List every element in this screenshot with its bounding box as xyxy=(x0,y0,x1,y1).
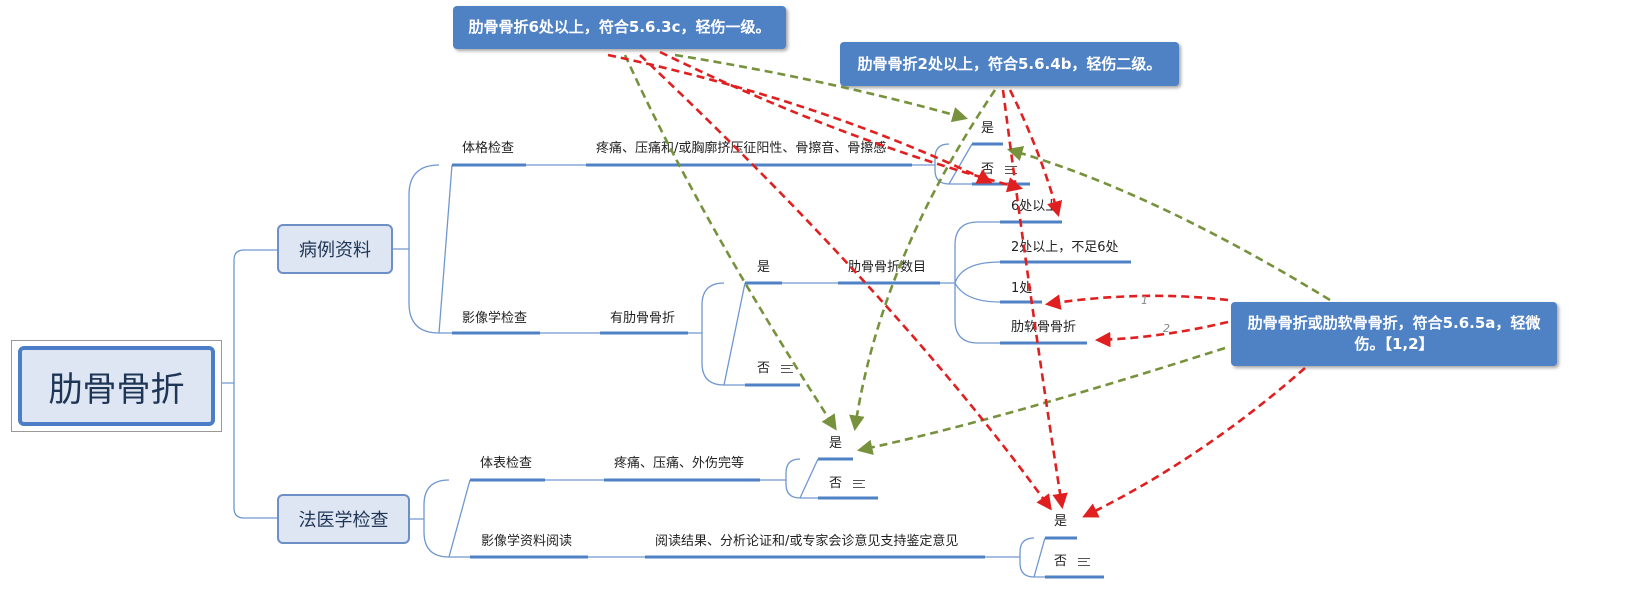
node-costal-cartilage[interactable]: 肋软骨骨折 xyxy=(1011,320,1077,335)
connector xyxy=(785,458,819,499)
callout-light-injury-grade1[interactable]: 肋骨骨折6处以上，符合5.6.3c，轻伤一级。 xyxy=(453,6,786,49)
green-arrow xyxy=(623,54,837,431)
connector xyxy=(954,221,1001,344)
branch-case-records[interactable]: 病例资料 xyxy=(277,224,393,274)
green-arrow xyxy=(674,53,969,123)
root-topic-label: 肋骨骨折 xyxy=(18,346,215,426)
node-physical-finding[interactable]: 疼痛、压痛和/或胸廓挤压征阳性、骨擦音、骨擦感 xyxy=(596,141,887,156)
connector xyxy=(1019,537,1046,578)
connector xyxy=(701,282,746,386)
callout-light-injury-grade2[interactable]: 肋骨骨折2处以上，符合5.6.4b，轻伤二级。 xyxy=(840,42,1179,86)
red-arrow xyxy=(659,50,1024,193)
node-frac-yes[interactable]: 是 xyxy=(757,260,771,275)
node-imaging-review[interactable]: 影像学资料阅读 xyxy=(481,534,573,549)
branch-forensic-exam[interactable]: 法医学检查 xyxy=(277,494,410,544)
node-frac-no[interactable]: 否 xyxy=(757,361,771,376)
arrow-tag-2: 2 xyxy=(1163,322,1170,335)
node-physical-exam[interactable]: 体格检查 xyxy=(462,141,515,156)
node-fracture-count[interactable]: 肋骨骨折数目 xyxy=(848,260,927,275)
connector xyxy=(222,249,277,519)
note-icon xyxy=(781,365,793,373)
callout-minor-injury[interactable]: 肋骨骨折或肋软骨骨折，符合5.6.5a，轻微伤。【1,2】 xyxy=(1231,302,1557,366)
red-arrow xyxy=(1001,89,1068,510)
node-has-fracture[interactable]: 有肋骨骨折 xyxy=(610,311,676,326)
node-count-6plus[interactable]: 6处以上 xyxy=(1011,199,1059,214)
note-icon xyxy=(853,480,865,488)
node-surface-exam[interactable]: 体表检查 xyxy=(480,456,533,471)
red-arrow xyxy=(1044,294,1229,310)
node-pe-yes[interactable]: 是 xyxy=(981,121,995,136)
node-surf-yes[interactable]: 是 xyxy=(829,436,843,451)
note-icon xyxy=(1078,558,1090,566)
node-review-finding[interactable]: 阅读结果、分析论证和/或专家会诊意见支持鉴定意见 xyxy=(655,534,959,549)
connector xyxy=(410,479,471,558)
green-arrow xyxy=(856,346,1226,456)
node-rev-no[interactable]: 否 xyxy=(1054,554,1068,569)
node-count-2to6[interactable]: 2处以上，不足6处 xyxy=(1011,240,1119,255)
root-topic[interactable]: 肋骨骨折 xyxy=(11,340,222,432)
red-arrow xyxy=(1082,367,1306,518)
green-arrow xyxy=(1007,145,1331,302)
node-imaging-exam[interactable]: 影像学检查 xyxy=(462,311,528,326)
red-arrow xyxy=(607,53,993,184)
green-arrow xyxy=(849,89,997,432)
node-surface-finding[interactable]: 疼痛、压痛、外伤完等 xyxy=(614,456,745,471)
connector xyxy=(393,164,453,334)
note-icon xyxy=(1005,166,1017,174)
node-rev-yes[interactable]: 是 xyxy=(1054,514,1068,529)
red-arrow xyxy=(1008,89,1063,218)
red-arrow xyxy=(1094,320,1229,348)
node-count-1[interactable]: 1处 xyxy=(1011,281,1033,296)
red-arrow xyxy=(639,54,1052,511)
arrow-tag-1: 1 xyxy=(1141,294,1148,307)
node-surf-no[interactable]: 否 xyxy=(829,476,843,491)
